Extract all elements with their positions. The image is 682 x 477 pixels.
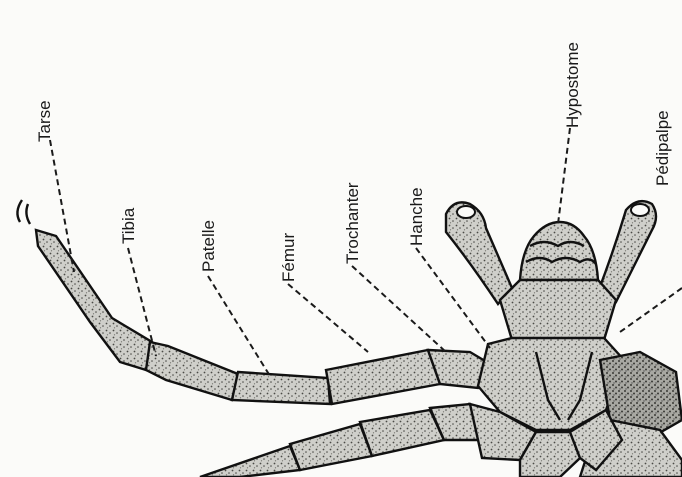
- femur-leader: [288, 284, 368, 352]
- trochanter-leader: [352, 266, 446, 352]
- label-pedipalpe: Pédipalpe: [653, 110, 672, 186]
- patelle-leader: [208, 276, 270, 376]
- capitulum-base: [500, 280, 616, 340]
- pedipalpe-leader: [620, 288, 682, 332]
- pedipalpe-right: [598, 201, 656, 302]
- femur-segment: [326, 350, 440, 404]
- label-hypostome: Hypostome: [563, 42, 582, 128]
- leg-lower-mid: [290, 424, 372, 470]
- palp-left-tip: [457, 206, 475, 218]
- hypostome-shape: [520, 222, 598, 280]
- patelle-segment: [232, 372, 330, 404]
- label-tarse: Tarse: [35, 100, 54, 142]
- leg-lower-femur: [360, 410, 444, 456]
- palp-right-tip: [631, 204, 649, 216]
- label-hanche: Hanche: [407, 187, 426, 246]
- tibia-segment: [146, 342, 238, 400]
- label-patelle: Patelle: [199, 220, 218, 272]
- label-femur: Fémur: [279, 233, 298, 282]
- leg-lower-distal: [200, 446, 300, 477]
- leg-lower: [200, 404, 482, 477]
- tarse-segment: [36, 230, 152, 370]
- tick-body: [446, 201, 682, 477]
- label-tibia: Tibia: [119, 207, 138, 244]
- hypostome-leader: [558, 128, 570, 224]
- pedipalpe-left: [446, 202, 512, 304]
- claw-shape: [17, 200, 30, 224]
- label-trochanter: Trochanter: [343, 182, 362, 264]
